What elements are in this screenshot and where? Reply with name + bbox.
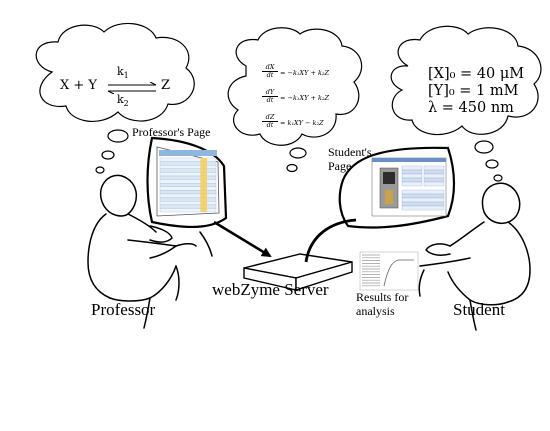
eq1-rhs: = −k₁XY + k₂Z — [280, 69, 330, 77]
table-row — [159, 179, 217, 184]
table-row — [423, 169, 445, 175]
reaction-lhs: X + Y — [60, 78, 97, 93]
professor-thought-cloud — [35, 22, 195, 174]
student-monitor — [338, 146, 456, 229]
student-figure — [418, 182, 531, 331]
students-page-label-line2: Page — [328, 159, 352, 173]
table-row — [423, 173, 445, 179]
condition-wavelength: λ = 450 nm — [428, 100, 514, 116]
server-label: webZyme Server — [212, 280, 329, 299]
student-thought-cloud — [390, 25, 542, 182]
rate-constant-forward: k1 — [117, 65, 129, 81]
table-row — [423, 177, 445, 183]
equations-thought-cloud — [227, 27, 363, 173]
table-row — [159, 208, 217, 213]
professor-to-server-arrow — [213, 220, 272, 258]
condition-x0: [X]₀ = 40 μM — [428, 66, 525, 82]
student-page-table — [401, 165, 445, 211]
condition-y0: [Y]₀ = 1 mM — [428, 83, 519, 99]
table-row — [159, 165, 217, 169]
equilibrium-arrows — [107, 82, 157, 94]
table-row — [401, 189, 445, 195]
table-row — [401, 173, 423, 179]
results-label-line1: Results for — [356, 290, 409, 304]
table-cell-highlight — [200, 158, 208, 162]
table-row — [401, 169, 423, 175]
table-cell-highlight — [200, 204, 208, 209]
table-row — [159, 172, 217, 177]
table-row — [159, 175, 217, 180]
table-cell-highlight — [200, 165, 208, 169]
table-row — [401, 165, 423, 171]
table-cell-highlight — [200, 186, 208, 191]
results-label-line2: analysis — [356, 304, 395, 318]
professors-page-label: Professor's Page — [132, 125, 211, 139]
results-curve — [383, 259, 414, 287]
results-table — [362, 254, 380, 287]
reaction-rhs: Z — [161, 78, 171, 93]
table-row — [401, 193, 445, 199]
webzyme-server-box — [243, 253, 353, 291]
table-cell-highlight — [200, 183, 208, 187]
table-cell-highlight — [200, 194, 208, 198]
table-row — [159, 190, 217, 195]
table-cell-highlight — [200, 190, 208, 194]
table-cell-highlight — [200, 168, 208, 173]
table-row — [159, 193, 217, 198]
table-row — [159, 168, 217, 173]
eq2-rhs: = −k₁XY + k₂Z — [280, 94, 330, 102]
table-row — [159, 183, 217, 187]
professor-label: Professor — [91, 300, 156, 319]
table-row — [401, 201, 445, 207]
professor-figure — [87, 174, 213, 329]
table-cell-highlight — [200, 179, 208, 184]
table-row — [401, 177, 423, 183]
table-cell-highlight — [200, 161, 208, 166]
table-row — [401, 181, 423, 187]
professor-monitor — [146, 136, 228, 229]
eq3-rhs: = k₁XY − k₂Z — [280, 119, 324, 127]
table-row — [159, 161, 217, 166]
table-row — [159, 157, 217, 162]
table-cell-highlight — [200, 172, 208, 176]
table-row — [159, 197, 217, 202]
table-cell-highlight — [200, 208, 208, 212]
table-cell-highlight — [200, 176, 208, 180]
server-to-student-curve — [304, 218, 357, 263]
table-row — [423, 181, 445, 187]
results-sheet — [359, 251, 419, 291]
table-row — [159, 186, 217, 191]
student-label: Student — [453, 300, 505, 319]
rate-constant-reverse: k2 — [117, 93, 129, 109]
table-cell-highlight — [200, 197, 208, 202]
table-cell-highlight — [200, 201, 208, 205]
table-row — [159, 201, 217, 205]
table-row — [401, 205, 445, 211]
table-row — [401, 197, 445, 203]
table-row — [423, 165, 445, 171]
students-page-label-line1: Student's — [328, 145, 372, 159]
professor-page-table — [159, 157, 217, 213]
table-row — [159, 204, 217, 209]
